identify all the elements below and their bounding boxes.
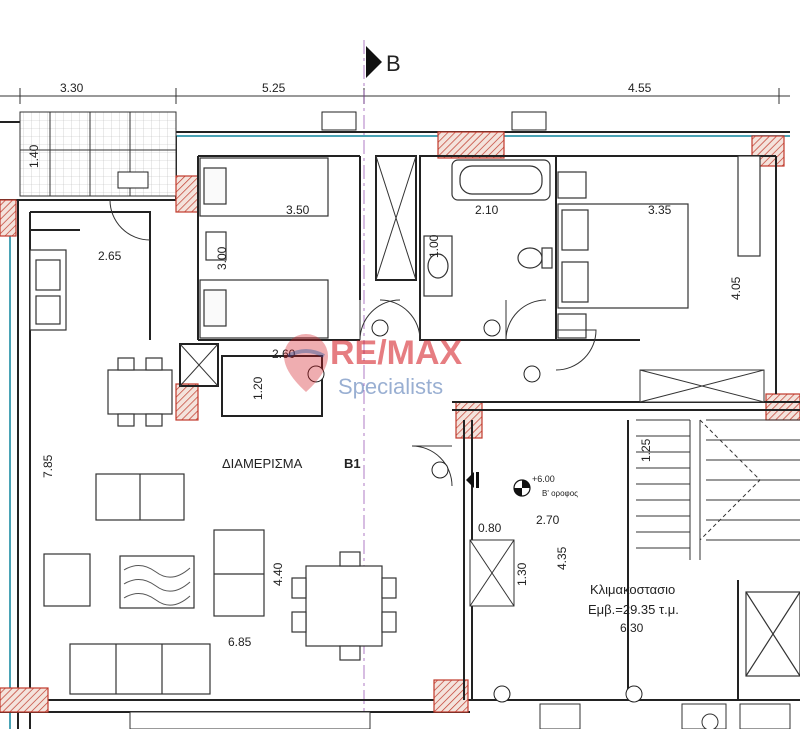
entrance-arrow-icon: [466, 472, 479, 488]
bedroom-2-bed: [557, 155, 761, 339]
staircase-area: Εμβ.=29.35 τ.μ.: [588, 602, 679, 617]
dimension-living-depth: 7.85: [41, 454, 55, 478]
staircase: [636, 419, 800, 560]
lift-shaft: [745, 591, 800, 677]
floor-label: Β' οροφος: [542, 489, 578, 498]
apartment-code: B1: [344, 456, 361, 471]
apartment-label: ΔΙΑΜΕΡΙΣΜΑ: [222, 456, 303, 471]
dimension-stair-width: 6.30: [620, 621, 644, 635]
dimension-hall-width: 2.70: [536, 513, 560, 527]
elevator: [469, 539, 515, 607]
dimension-storage-width: 2.60: [272, 347, 296, 361]
watermark-brand: RE/MAX: [330, 334, 463, 372]
watermark-office: Specialists: [338, 374, 443, 399]
wardrobe: [375, 155, 417, 281]
service-shaft: [179, 343, 219, 387]
level-mark-value: +6.00: [532, 474, 555, 484]
living-room-furniture: [43, 473, 397, 695]
watermark: RE/MAX Specialists: [284, 334, 463, 399]
bottom-fixtures: [129, 703, 791, 729]
dimension-bathroom-width: 2.10: [475, 203, 499, 217]
dimension-kitchen-width: 2.65: [98, 249, 122, 263]
section-marker: B: [363, 40, 401, 729]
doors: [109, 199, 597, 487]
balloon-icon: [284, 334, 328, 392]
top-dimension-2: 5.25: [262, 81, 286, 95]
kitchen-counter: [29, 249, 67, 331]
dimension-bedroom2-width: 3.35: [648, 203, 672, 217]
level-mark-symbol: [513, 479, 531, 497]
top-dimension-line: [0, 88, 790, 104]
section-marker-label: B: [386, 51, 401, 76]
dimension-living-dining: 4.40: [271, 562, 285, 586]
dimension-bedroom1-width: 3.50: [286, 203, 310, 217]
rug-pattern: [123, 565, 191, 606]
dimension-stair-flight-1: 1.25: [639, 438, 653, 462]
bathroom-fixtures: [423, 159, 553, 297]
dimension-bedroom1-depth: 3.00: [215, 246, 229, 270]
dimension-bathroom-depth: 1.00: [427, 234, 441, 258]
dimension-balcony-depth: 1.40: [27, 144, 41, 168]
dimension-storage-depth: 1.20: [251, 376, 265, 400]
balcony: [19, 111, 177, 197]
dimension-hall-depth: 4.35: [555, 546, 569, 570]
structural-columns: [0, 131, 800, 713]
staircase-label: Κλιμακοστασιο: [590, 582, 675, 597]
dimension-living-width: 6.85: [228, 635, 252, 649]
small-dining-set: [107, 357, 173, 427]
top-dimension-3: 4.55: [628, 81, 652, 95]
dimension-bedroom2-depth: 4.05: [729, 276, 743, 300]
top-dimension-1: 3.30: [60, 81, 84, 95]
electrical-symbols: [117, 111, 643, 703]
dimension-elevator-width: 0.80: [478, 521, 502, 535]
bedroom-2-wardrobe: [639, 369, 765, 403]
dimension-elevator-depth: 1.30: [515, 562, 529, 586]
bedroom-1-beds: [199, 157, 329, 339]
